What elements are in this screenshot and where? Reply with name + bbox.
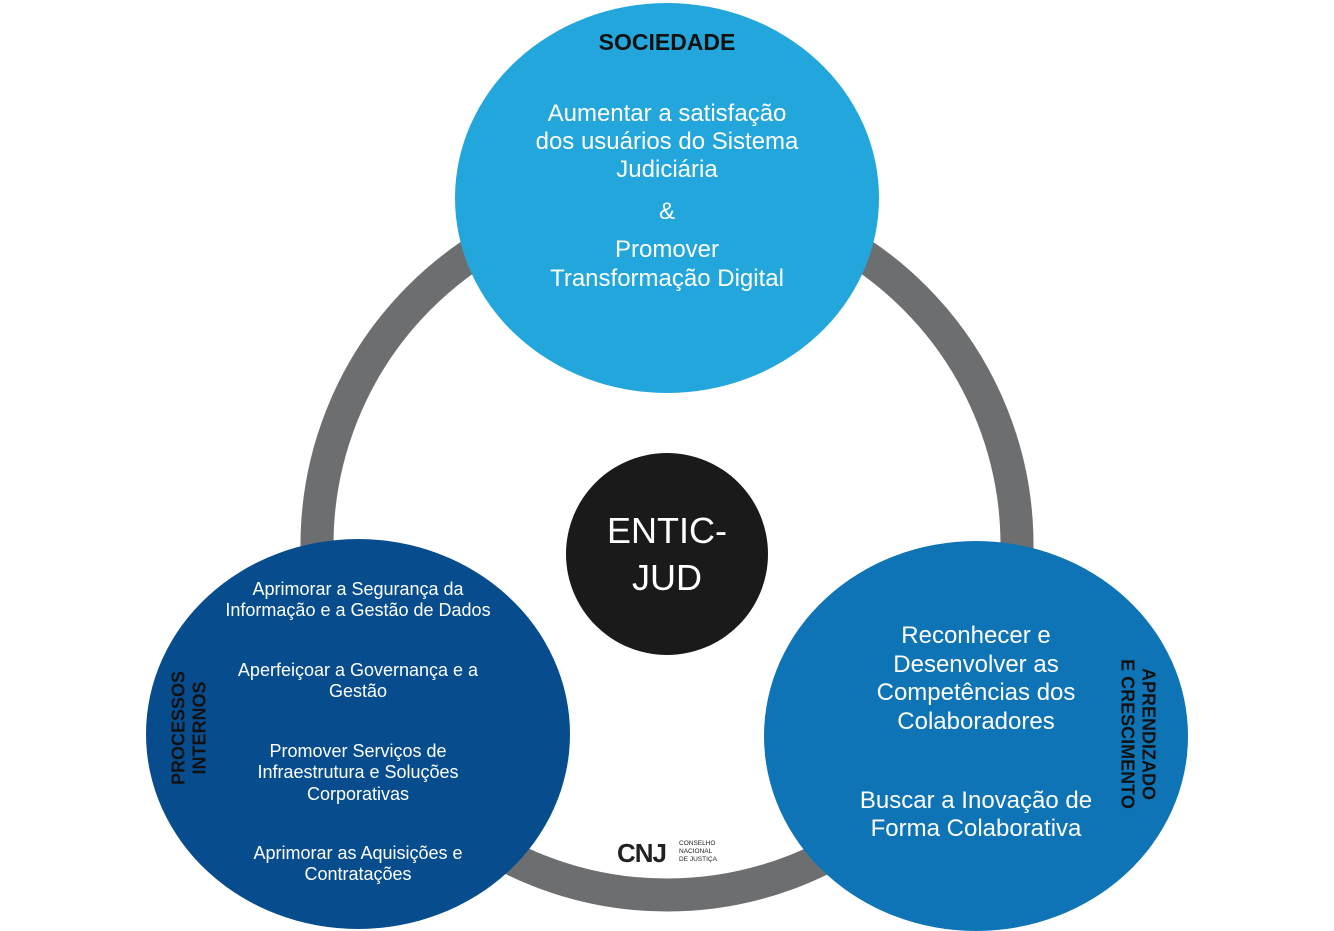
sociedade-title: SOCIEDADE [598,29,736,55]
cnj-logo: CNJ CONSELHO NACIONAL DE JUSTIÇA [617,838,727,868]
sociedade-text-line: Judiciária [616,156,718,183]
aprendizado-item-text: Desenvolver as [893,651,1059,678]
sociedade-ampersand: & [658,198,675,225]
entic-jud-label-line2: JUD [632,556,702,598]
aprendizado-item-text: Buscar a Inovação de [859,787,1093,814]
sociedade-circle [455,3,879,393]
sociedade-text-line: dos usuários do Sistema [535,128,799,155]
processos-item-text: Corporativas [306,784,410,804]
processos-item-text: Promover Serviços de [269,741,447,761]
processos-item-text: Aperfeiçoar a Governança e a [237,660,479,680]
aprendizado-item-text: Reconhecer e [901,622,1051,649]
cnj-logo-text: CONSELHO NACIONAL DE JUSTIÇA [679,840,739,864]
processos-item-text: Infraestrutura e Soluções [257,762,459,782]
cnj-logo-mark: CNJ [617,838,667,868]
aprendizado-item-text: Colaboradores [897,708,1055,735]
processos-item-text: Gestão [328,681,388,701]
sociedade-text-line: Transformação Digital [550,265,784,292]
sociedade-text-line: Aumentar a satisfação [547,100,787,127]
processos-title-line1: PROCESSOS [168,670,189,786]
aprendizado-title-line1: APRENDIZADO [1138,667,1159,800]
aprendizado-item-text: Forma Colaborativa [870,815,1082,842]
entic-jud-label-line1: ENTIC- [607,510,727,551]
processos-item-text: Informação e a Gestão de Dados [225,600,491,620]
aprendizado-crescimento-circle [764,541,1188,931]
sociedade-text-line: Promover [614,236,720,263]
entic-jud-label: ENTIC- JUD [566,508,768,602]
processos-item-text: Aprimorar a Segurança da [252,579,464,599]
processos-item-text: Aprimorar as Aquisições e [253,843,463,863]
processos-internos-circle [146,539,570,929]
cnj-logo-line3: DE JUSTIÇA [679,856,717,863]
processos-item-text: Contratações [304,864,412,884]
cnj-logo-line1: CONSELHO [679,840,716,847]
aprendizado-crescimento-title: APRENDIZADO E CRESCIMENTO [1117,659,1159,809]
aprendizado-item-text: Competências dos [876,679,1076,706]
entic-jud-center-circle [566,453,768,655]
aprendizado-title-line2: E CRESCIMENTO [1118,659,1138,809]
cnj-logo-line2: NACIONAL [679,848,713,855]
